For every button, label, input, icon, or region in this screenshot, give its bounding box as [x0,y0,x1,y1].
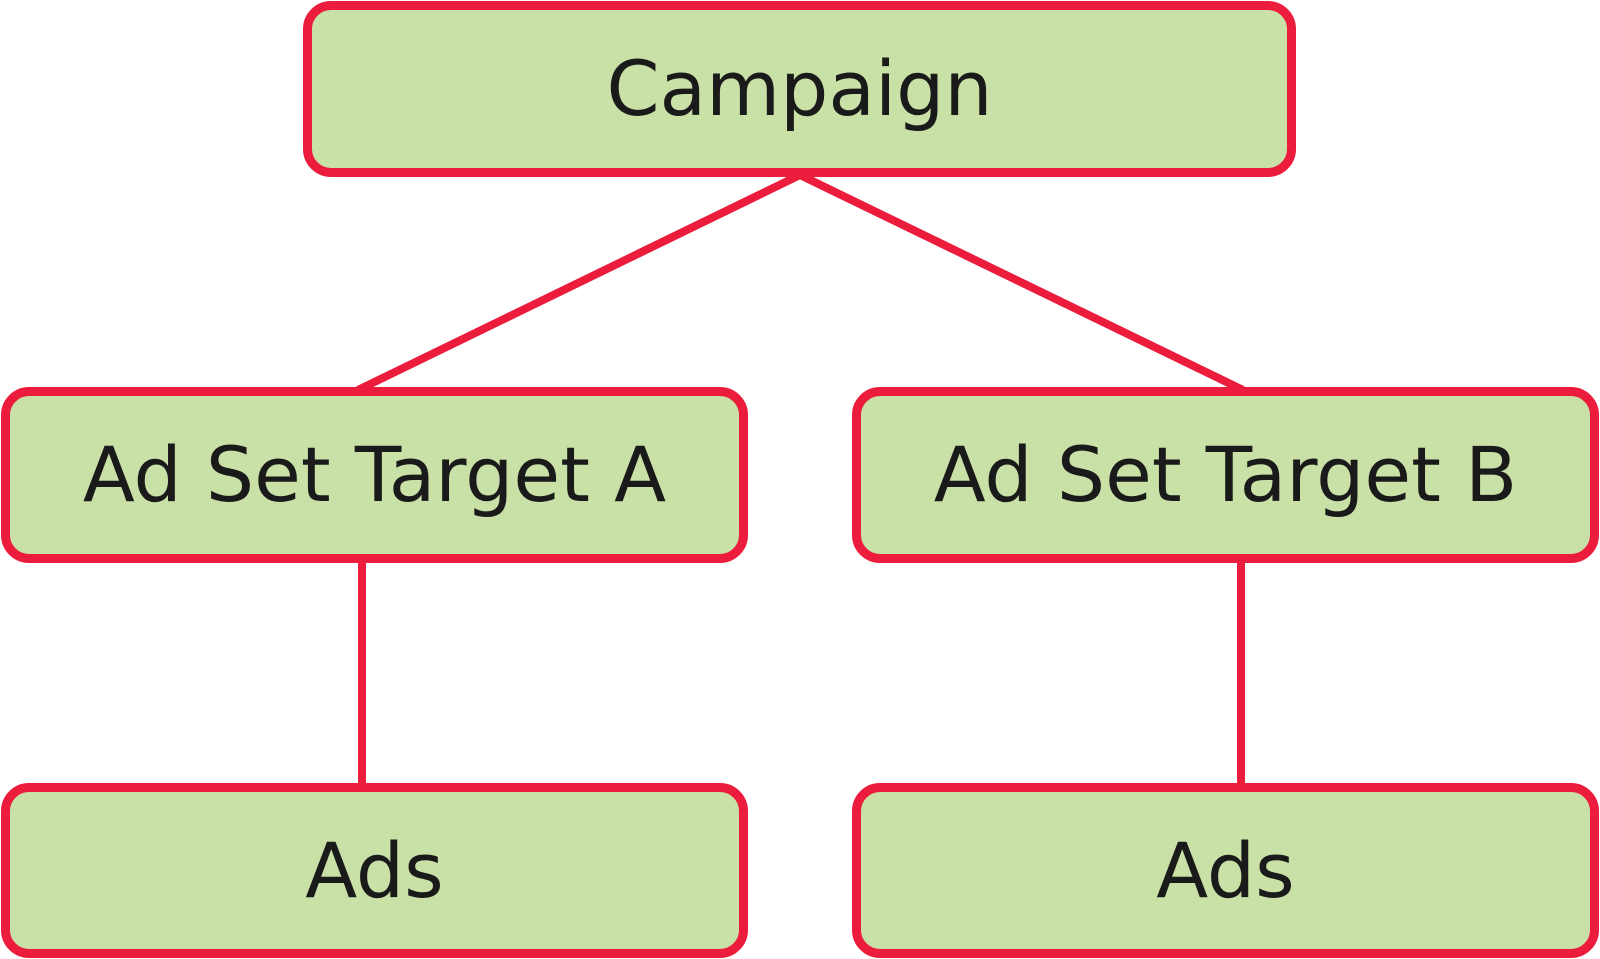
ad-set-target-b-label: Ad Set Target B [933,430,1518,519]
ad-set-target-a-label: Ad Set Target A [82,430,667,519]
campaign-node: Campaign [303,1,1296,177]
ads-a-label: Ads [305,825,444,915]
ad-set-target-b-node: Ad Set Target B [852,387,1599,563]
connector-campaign-to-adset-a [356,171,802,394]
ads-a-node: Ads [1,783,748,958]
ads-b-node: Ads [852,783,1599,958]
campaign-label: Campaign [606,44,993,133]
connector-campaign-to-adset-b [798,171,1245,394]
ad-set-target-a-node: Ad Set Target A [1,387,748,563]
ads-b-label: Ads [1156,825,1295,915]
